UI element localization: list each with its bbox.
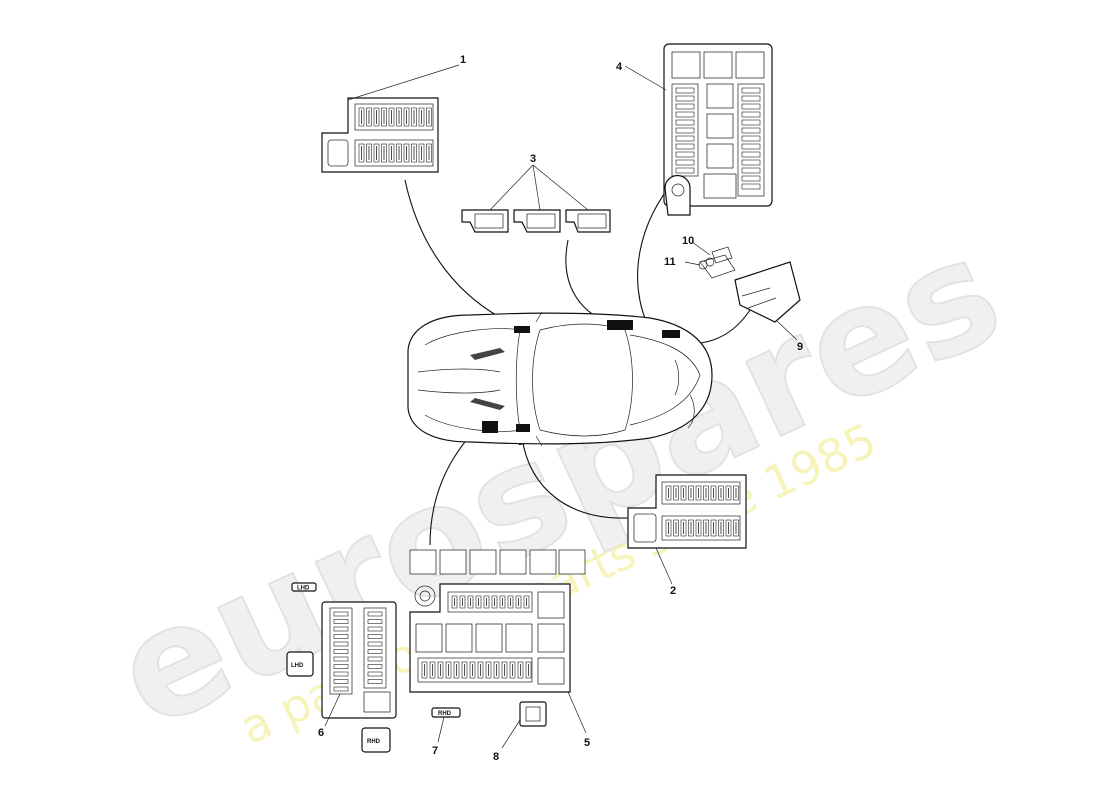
fuse-slot — [367, 671, 383, 677]
fuse-slot — [675, 143, 695, 150]
fuse-slot — [333, 649, 349, 654]
fuse-slot — [333, 664, 349, 669]
fuse-slot — [675, 151, 695, 158]
fuse-slot — [675, 87, 695, 94]
fuse-slot — [367, 626, 383, 632]
fuse-slot — [675, 159, 695, 166]
callout-1: 1 — [460, 54, 466, 66]
fuse-slot — [367, 634, 383, 639]
fuse-slot — [741, 183, 761, 190]
fuse-slot — [675, 119, 695, 126]
callout-11: 11 — [664, 256, 676, 268]
callout-3: 3 — [530, 153, 536, 165]
fuse-slot — [367, 679, 383, 684]
fuse-slot — [741, 175, 761, 182]
fuse-slot — [367, 656, 383, 662]
fuse-slot — [675, 167, 695, 174]
fuse-slot — [741, 167, 761, 174]
fuse-slot — [675, 111, 695, 118]
callout-2: 2 — [670, 585, 676, 597]
fuse-slot — [741, 159, 761, 166]
relay-group-3 — [461, 164, 611, 233]
fuse-slot — [333, 686, 349, 692]
callout-9: 9 — [797, 341, 803, 353]
lhd-small-label: LHD — [297, 586, 310, 592]
fuse-slot — [333, 671, 349, 677]
fuse-box-4 — [624, 43, 773, 216]
fuse-slot — [675, 135, 695, 142]
fuse-slot — [741, 95, 761, 102]
callout-5: 5 — [584, 737, 590, 749]
fuse-slot — [741, 151, 761, 158]
fuse-slot — [675, 95, 695, 102]
fuse-slot — [367, 611, 383, 617]
fuse-slot — [333, 656, 349, 662]
fuse-box-1 — [321, 64, 460, 173]
fuse-box-6: LHD LHD RHD — [286, 582, 397, 753]
fuse-slot — [333, 679, 349, 684]
fuse-slot — [741, 143, 761, 150]
relay-8 — [501, 701, 547, 749]
relay-bracket-9 — [684, 241, 801, 341]
callout-6: 6 — [318, 727, 324, 739]
rhd-box-label: RHD — [367, 739, 381, 745]
fuse-slot — [741, 87, 761, 94]
fuse-box-5 — [409, 549, 587, 734]
callout-7: 7 — [432, 745, 438, 757]
fuse-slot — [333, 634, 349, 639]
callout-labels: 1 2 3 4 5 6 7 8 9 10 11 — [318, 54, 803, 763]
fuse-slot — [675, 103, 695, 110]
fuse-slot — [367, 641, 383, 647]
fuse-slot — [367, 619, 383, 624]
fuse-slot — [333, 626, 349, 632]
lhd-box-label: LHD — [291, 663, 304, 669]
fuse-slot — [675, 127, 695, 134]
callout-8: 8 — [493, 751, 499, 763]
fuse-slot — [367, 649, 383, 654]
fuse-slot — [741, 135, 761, 142]
fuse-slot — [741, 111, 761, 118]
callout-10: 10 — [682, 235, 694, 247]
fuse-slot — [741, 103, 761, 110]
callout-4: 4 — [616, 61, 623, 73]
fuse-slot — [333, 641, 349, 647]
rhd-tag-7: RHD — [431, 707, 461, 743]
fuse-slot — [741, 127, 761, 134]
fuse-slot — [333, 619, 349, 624]
rhd-small-label: RHD — [438, 711, 452, 717]
car-top-view — [407, 311, 713, 447]
fuse-slot — [741, 119, 761, 126]
fuse-slot — [367, 664, 383, 669]
fuse-slot — [333, 611, 349, 617]
fuse-box-2 — [627, 474, 747, 585]
